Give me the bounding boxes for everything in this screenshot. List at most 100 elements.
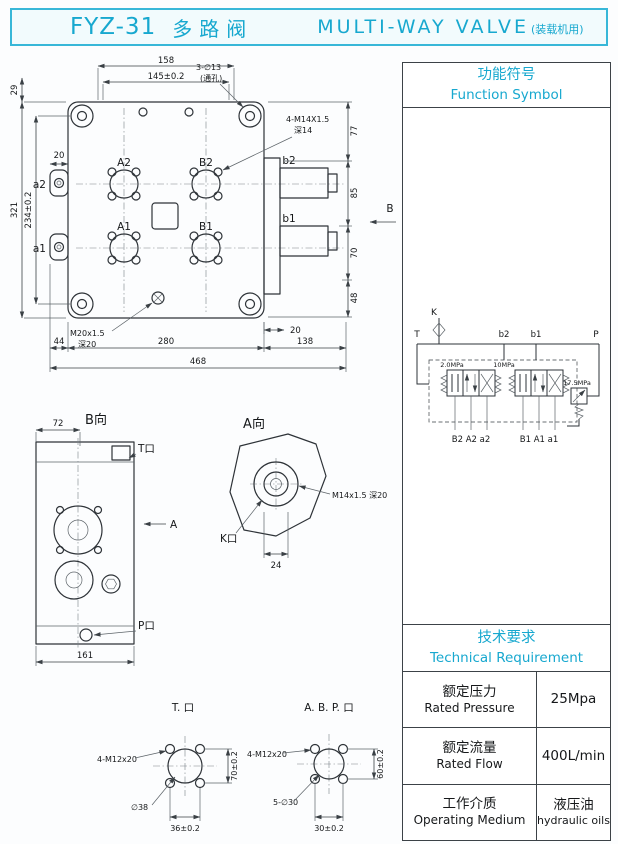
note-3holes-line2: (通孔) — [200, 73, 222, 83]
detail-abp-port: A. B. P. 口 60±0.2 4-M12x20 5-∅30 30±0.2 — [247, 702, 385, 833]
view-b-labels: T口 A P口 — [93, 443, 178, 637]
view-a-dims: 24 — [263, 512, 289, 571]
port-label-B2: B2 — [199, 157, 213, 169]
label-port-T: T口 — [137, 443, 155, 455]
note-m14-line1: 4-M14X1.5 — [286, 115, 329, 124]
section-label-B: B — [386, 203, 393, 215]
dim-468: 468 — [190, 357, 206, 367]
spec-medium-cn: 工作介质 — [442, 796, 497, 813]
port-label-A1: A1 — [117, 221, 131, 233]
port-label-B1: B1 — [199, 221, 213, 233]
spec-row-flow-label: 额定流量 Rated Flow — [403, 728, 537, 785]
spec-pressure-cn: 额定压力 — [442, 683, 497, 700]
function-symbol-title-cn: 功能符号 — [477, 67, 536, 84]
title-chinese: 多路阀 — [172, 16, 254, 41]
dim-left: 29 321 234±0.2 20 — [10, 77, 70, 319]
spool-extension: b2 b1 — [263, 155, 338, 295]
dim-161: 161 — [77, 651, 93, 661]
view-b: B向 T口 A P口 72 161 — [35, 412, 178, 666]
main-top-view: A2 B2 A1 B1 a2 a1 b2 b1 158 — [10, 56, 396, 372]
spec-medium-value-en: hydraulic oils — [537, 813, 610, 827]
dim-24: 24 — [271, 561, 282, 571]
dim-70: 70 — [350, 248, 360, 259]
port-label-a2: a2 — [33, 179, 46, 191]
detail-t-title: T. 口 — [171, 702, 194, 714]
label-b1: b1 — [530, 330, 541, 340]
note-t-bolts: 4-M12x20 — [97, 755, 137, 764]
centerlines — [76, 108, 344, 312]
dim-29: 29 — [10, 85, 20, 96]
technical-requirement-header: 技术要求 Technical Requirement — [402, 624, 611, 672]
view-a: A向 K口 M14x1.5 深20 24 — [220, 416, 387, 571]
dim-44: 44 — [54, 337, 65, 347]
spec-row-medium-label: 工作介质 Operating Medium — [403, 784, 537, 840]
schematic-enclosure — [428, 359, 577, 423]
dim-36-02: 36±0.2 — [170, 824, 200, 833]
dim-48: 48 — [350, 293, 360, 304]
pressure-pilot: 2.0MPa — [440, 361, 464, 369]
dim-158: 158 — [158, 56, 174, 66]
dim-60-02: 60±0.2 — [376, 749, 385, 779]
work-ports-right: B1 A1 a1 — [519, 435, 557, 445]
detail-abp-dims: 60±0.2 4-M12x20 5-∅30 30±0.2 — [247, 748, 385, 833]
spec-medium-en: Operating Medium — [413, 813, 526, 828]
dim-20-left: 20 — [54, 151, 65, 161]
dim-bottom: 44 280 138 468 — [49, 264, 347, 372]
note-abp-bolts: 4-M12x20 — [247, 750, 287, 759]
spec-row-pressure-value: 25Mpa — [537, 672, 610, 729]
port-B1: B1 — [189, 221, 223, 265]
note-through-holes: 3-∅13 (通孔) — [196, 63, 244, 108]
dim-85: 85 — [350, 188, 360, 199]
dim-30-02: 30±0.2 — [314, 824, 344, 833]
spec-medium-value-cn: 液压油 — [553, 797, 594, 814]
label-K: K — [431, 308, 438, 318]
function-symbol-title-en: Function Symbol — [450, 86, 563, 103]
dim-321: 321 — [10, 202, 20, 218]
spec-pressure-en: Rated Pressure — [424, 700, 515, 715]
spec-flow-en: Rated Flow — [436, 756, 503, 771]
valve-body-outline — [49, 101, 265, 319]
dim-138: 138 — [297, 337, 313, 347]
note-t-dia: ∅38 — [131, 803, 148, 812]
schematic-work-ports: B2 A2 a2 B1 A1 a1 — [451, 396, 558, 445]
detail-t-port: T. 口 70±0.2 4-M12x20 ∅38 36±0.2 — [97, 702, 239, 833]
title-subtitle: (装载机用) — [530, 23, 584, 36]
note-m14: 4-M14X1.5 深14 — [222, 115, 329, 171]
technical-requirement-title-en: Technical Requirement — [429, 649, 584, 666]
dim-280: 280 — [158, 337, 174, 347]
detail-t-body — [153, 736, 217, 796]
title-bar: FYZ-31 多路阀 MULTI-WAY VALVE (装载机用) — [10, 8, 608, 46]
section-label-A: A — [170, 519, 178, 531]
dim-77: 77 — [350, 126, 360, 137]
spec-flow-cn: 额定流量 — [442, 740, 497, 757]
work-ports-left: B2 A2 a2 — [451, 435, 489, 445]
model-number: FYZ-31 — [70, 14, 157, 40]
port-B2: B2 — [189, 157, 223, 201]
detail-t-dims: 70±0.2 4-M12x20 ∅38 36±0.2 — [97, 748, 239, 833]
port-label-b1: b1 — [282, 213, 295, 225]
hydraulic-schematic: K T b2 b1 P — [413, 308, 599, 445]
note-m20: M20x1.5 深20 — [70, 302, 153, 349]
valve-section-left — [439, 369, 502, 397]
dim-right: 77 85 70 48 20 — [263, 101, 360, 336]
view-b-dims: 72 161 — [35, 419, 135, 666]
note-m20-line1: M20x1.5 — [70, 329, 105, 338]
m20-plug-hole — [151, 291, 165, 305]
note-3holes-line1: 3-∅13 — [196, 63, 221, 72]
dim-70-02: 70±0.2 — [230, 751, 239, 781]
title-english: MULTI-WAY VALVE — [317, 16, 529, 38]
dim-145: 145±0.2 — [148, 72, 185, 82]
pressure-main: 17.5MPa — [563, 379, 591, 387]
dim-20-right: 20 — [290, 326, 301, 336]
note-m14-line2: 深14 — [294, 126, 312, 135]
relief-valve: 17.5MPa — [563, 379, 591, 427]
pressure-port: 10MPa — [493, 361, 515, 369]
dim-72: 72 — [53, 419, 64, 429]
view-b-title: B向 — [85, 412, 107, 428]
view-a-labels: K口 M14x1.5 深20 — [220, 485, 387, 545]
dim-top: 158 145±0.2 — [97, 56, 235, 100]
spec-row-flow-value: 400L/min — [537, 728, 610, 785]
view-a-title: A向 — [243, 416, 265, 432]
function-symbol-header: 功能符号 Function Symbol — [402, 62, 611, 108]
